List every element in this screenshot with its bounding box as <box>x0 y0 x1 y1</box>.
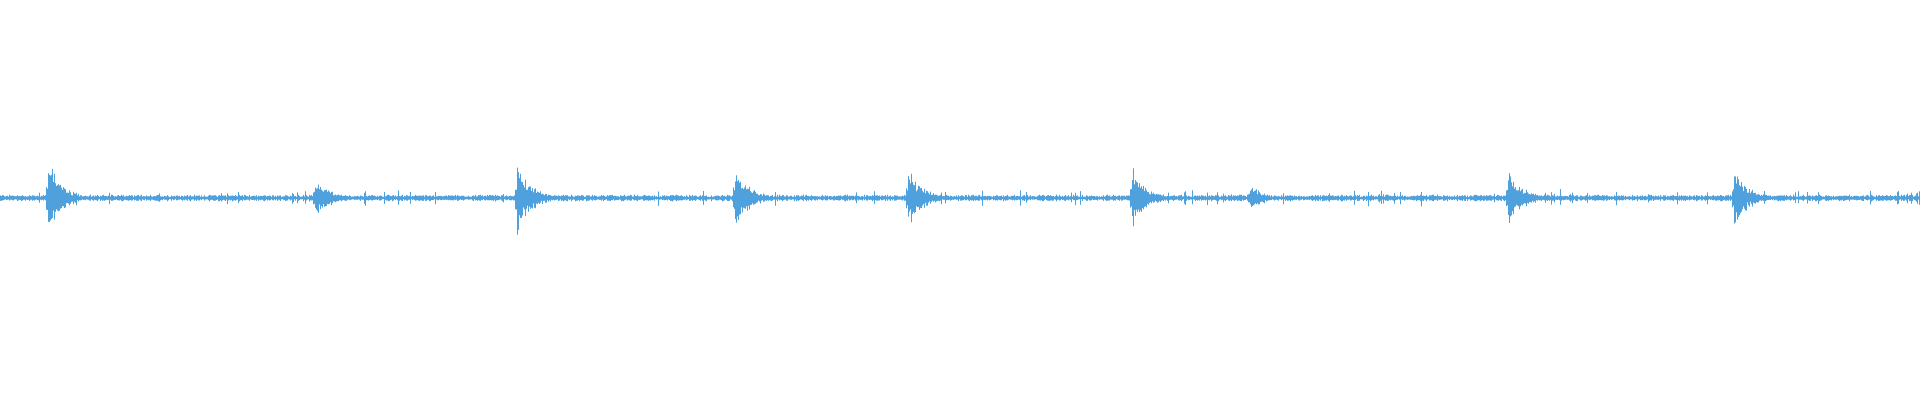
waveform-path <box>0 167 1920 235</box>
waveform-bars <box>0 167 1920 235</box>
